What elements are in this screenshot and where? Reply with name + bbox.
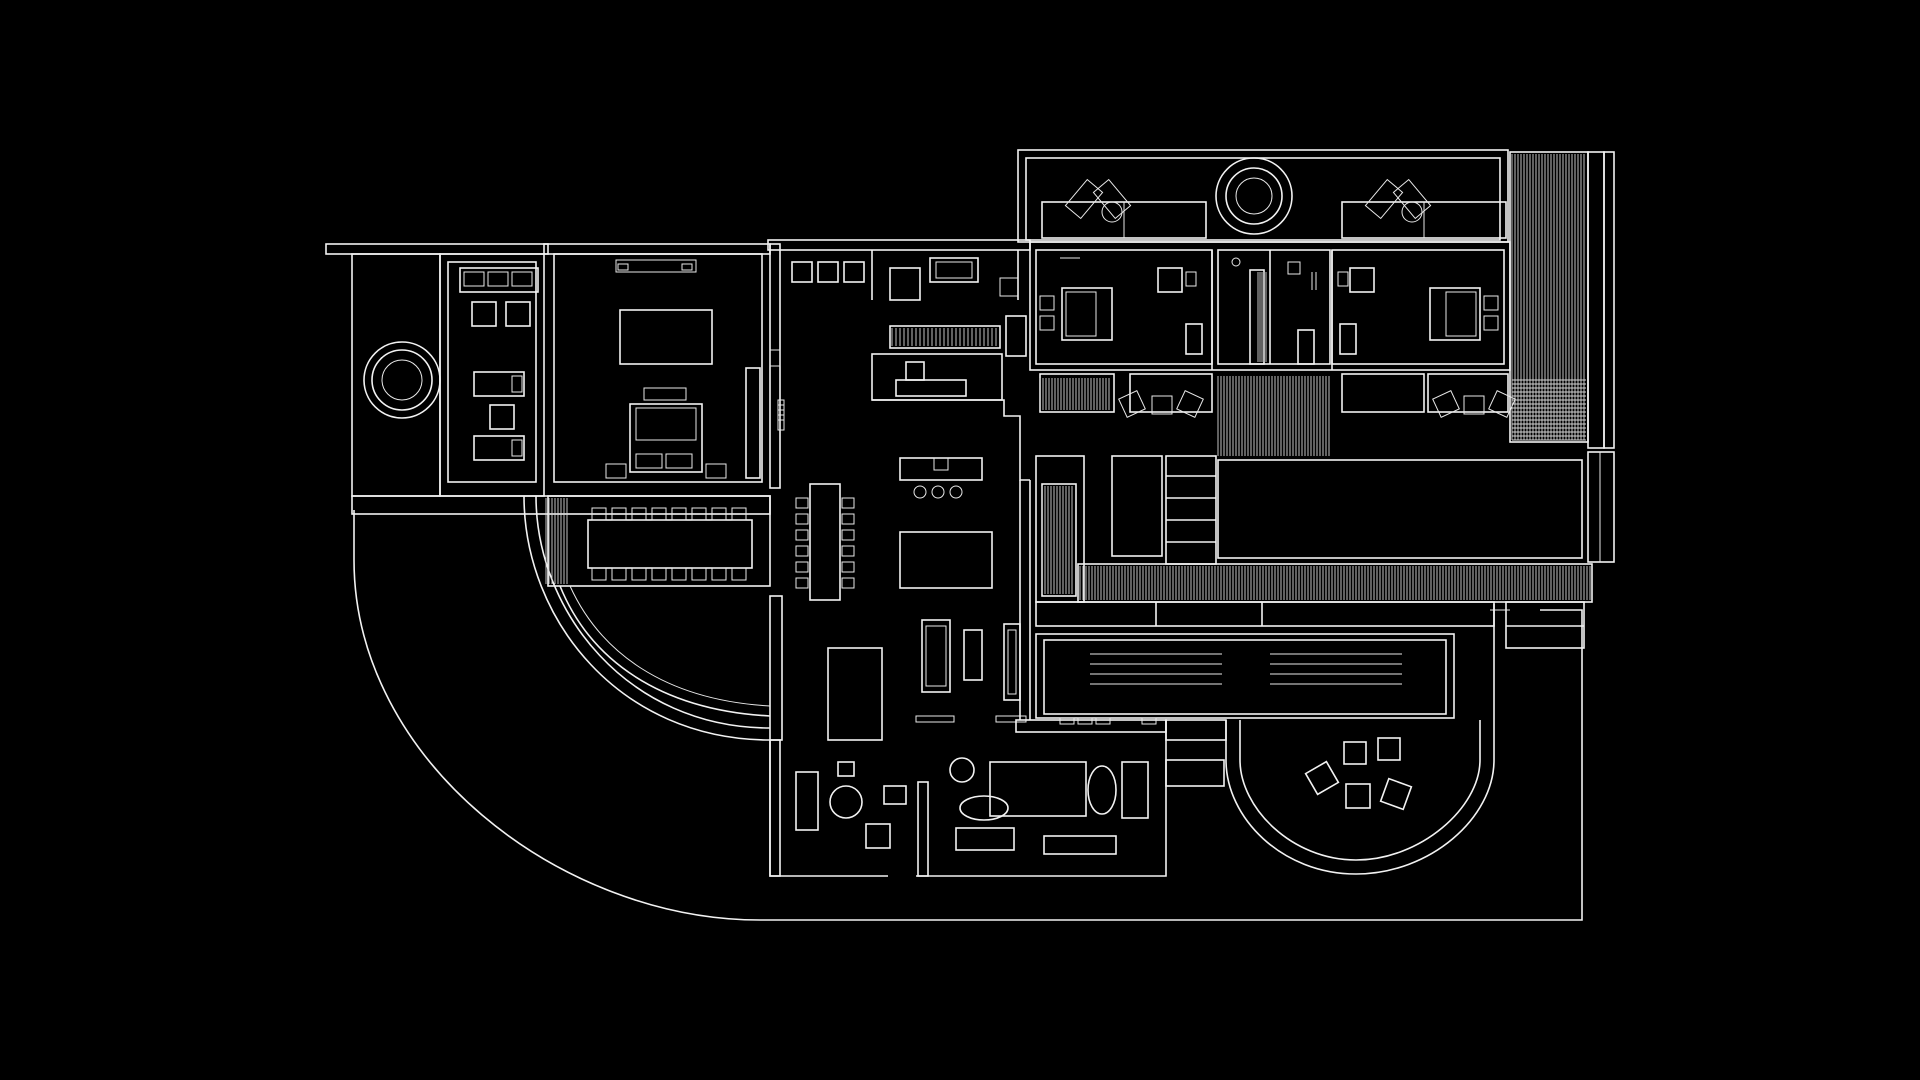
ottoman [1343,741,1367,765]
bed [1429,287,1481,341]
ottoman [1377,737,1401,761]
media-console [827,647,883,741]
armchair [843,261,865,283]
master-bedroom [543,243,785,489]
west-lounge [439,253,545,497]
sun-lounger [473,435,525,461]
north-terrace [1017,149,1509,243]
dining-table [587,519,753,569]
armchair [1379,777,1413,811]
rug [899,531,993,589]
bed [629,403,703,473]
deck-hatching [545,154,1591,600]
rug [619,309,713,365]
round-lounge [1165,604,1495,875]
armchair [817,261,839,283]
wc [999,277,1019,297]
round-plunge-pool [363,341,441,419]
sun-loungers-pair-right [1364,178,1432,223]
long-dining-table [809,483,841,601]
fireplace [1003,623,1021,701]
armchair [1304,760,1340,796]
armchair [791,261,813,283]
sofa [921,619,951,693]
site-outline [325,243,1583,921]
lap-pool-area [1035,455,1593,649]
bathtub [929,257,979,283]
dining-terrace [523,495,783,741]
armchair [505,301,531,327]
vanity [889,267,921,301]
bench [795,771,819,831]
rectangular-pool [1035,633,1455,719]
lap-pool [1217,459,1583,559]
coffee-table [989,761,1087,817]
dining-chairs-bottom [591,567,747,581]
sofa [459,267,539,293]
side-table [963,629,983,681]
dining-chairs-top [591,507,747,521]
armchair [1121,761,1149,819]
nightstand [705,463,727,479]
office-chair [905,361,925,381]
bed [1061,287,1113,341]
nightstand [1039,295,1055,311]
round-table [829,785,863,819]
nightstand [1483,295,1499,311]
west-pool-deck [351,253,771,515]
central-hall [767,239,1167,877]
armchair [1345,783,1371,809]
hatched-walkway [889,325,1001,349]
long-table-chairs [795,497,855,589]
nightstand [605,463,627,479]
armchair [471,301,497,327]
sun-lounger [473,371,525,397]
hatched-deck-east [1509,151,1615,563]
side-table [489,404,515,430]
tv-console [615,259,697,273]
sun-loungers-pair-left [1064,178,1132,223]
armchair [865,823,891,849]
desk [895,379,967,397]
south-pool [1035,633,1455,725]
wardrobe [745,367,761,479]
kitchen-island [899,457,983,481]
pool-lane-lines [1090,653,1402,685]
round-hot-tub [1215,157,1293,235]
